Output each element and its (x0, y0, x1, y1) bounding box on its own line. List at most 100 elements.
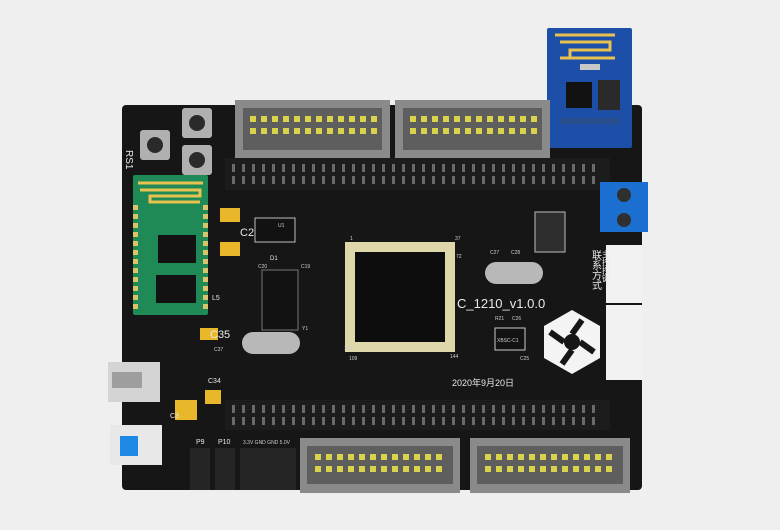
idc-pin (327, 116, 333, 122)
idc-pin (425, 454, 431, 460)
header-pin (502, 176, 505, 184)
header-pin (292, 164, 295, 172)
idc-pin (371, 116, 377, 122)
header-pin (572, 164, 575, 172)
idc-pin (283, 116, 289, 122)
idc-pin (485, 454, 491, 460)
header-pin (362, 405, 365, 413)
bluetooth-pad (203, 205, 208, 210)
header-pin (392, 417, 395, 425)
label-p9: P9 (196, 439, 205, 446)
white-connector-top (606, 245, 642, 303)
header-pin (512, 405, 515, 413)
idc-pin (487, 116, 493, 122)
idc-pin (595, 454, 601, 460)
header-pin (472, 405, 475, 413)
header-pin (282, 417, 285, 425)
idc-pin (272, 116, 278, 122)
label-c28: C28 (511, 250, 520, 256)
header-pin (302, 164, 305, 172)
idc-pin (261, 116, 267, 122)
idc-pin (326, 466, 332, 472)
header-pin (592, 164, 595, 172)
header-pin (382, 417, 385, 425)
label-c25: C25 (520, 356, 529, 362)
idc-pin (485, 466, 491, 472)
header-pin (352, 164, 355, 172)
header-pin (282, 164, 285, 172)
header-pin (502, 164, 505, 172)
idc-pin (498, 128, 504, 134)
header-pin (242, 417, 245, 425)
wifi-module (547, 28, 632, 148)
control-label: 主控按键 (602, 249, 611, 283)
header-pin (332, 176, 335, 184)
header-pin (322, 405, 325, 413)
terminal-block (600, 182, 648, 232)
header-pin (472, 176, 475, 184)
idc-pin (606, 466, 612, 472)
label-pin-72: 72 (456, 254, 462, 260)
header-pin (362, 417, 365, 425)
label-pin-144: 144 (450, 354, 459, 360)
idc-pin (315, 454, 321, 460)
bluetooth-pad (203, 250, 208, 255)
idc-pin (337, 466, 343, 472)
header-pin (522, 176, 525, 184)
white-connector-bottom (606, 305, 642, 380)
header-pin (292, 405, 295, 413)
idc-pin (454, 116, 460, 122)
header-pin (482, 417, 485, 425)
header-pin (512, 176, 515, 184)
idc-pin (349, 116, 355, 122)
header-pin (302, 417, 305, 425)
label-c26: C26 (512, 316, 521, 322)
header-pin (472, 164, 475, 172)
idc-pin (562, 466, 568, 472)
header-pin (542, 417, 545, 425)
bluetooth-pad (203, 277, 208, 282)
header-pin (342, 405, 345, 413)
idc-pin (359, 454, 365, 460)
header-pin (262, 417, 265, 425)
header-pin (392, 405, 395, 413)
top-pin-header (225, 158, 610, 190)
chip-label: C_1210_v1.0.0 (457, 296, 545, 311)
idc-pin (348, 454, 354, 460)
header-pin (382, 405, 385, 413)
label-c20: C20 (258, 264, 267, 270)
idc-pin (551, 454, 557, 460)
idc-pin (283, 128, 289, 134)
header-pin (262, 164, 265, 172)
idc-pin (531, 128, 537, 134)
idc-pin (305, 116, 311, 122)
idc-pin (518, 466, 524, 472)
header-pin (572, 405, 575, 413)
idc-pin (403, 466, 409, 472)
label-c19: C19 (301, 264, 310, 270)
idc-pin (392, 454, 398, 460)
idc-pin (454, 128, 460, 134)
idc-pin (573, 454, 579, 460)
bluetooth-pad (203, 286, 208, 291)
header-pin (232, 405, 235, 413)
bluetooth-pad (133, 223, 138, 228)
idc-pin (465, 128, 471, 134)
idc-pin (338, 128, 344, 134)
header-pin (372, 164, 375, 172)
header-pin (392, 164, 395, 172)
bluetooth-pad (133, 295, 138, 300)
header-pin (532, 405, 535, 413)
header-pin (572, 176, 575, 184)
header-pin (542, 176, 545, 184)
header-pin (352, 405, 355, 413)
header-pin (422, 417, 425, 425)
header-pin (282, 405, 285, 413)
header-pin (372, 405, 375, 413)
label-power-header: 3.3V GND GND 5.0V (243, 440, 291, 446)
header-pin (422, 176, 425, 184)
bluetooth-pad (133, 232, 138, 237)
bluetooth-module (133, 175, 208, 315)
header-pin (412, 164, 415, 172)
bluetooth-pad (133, 268, 138, 273)
